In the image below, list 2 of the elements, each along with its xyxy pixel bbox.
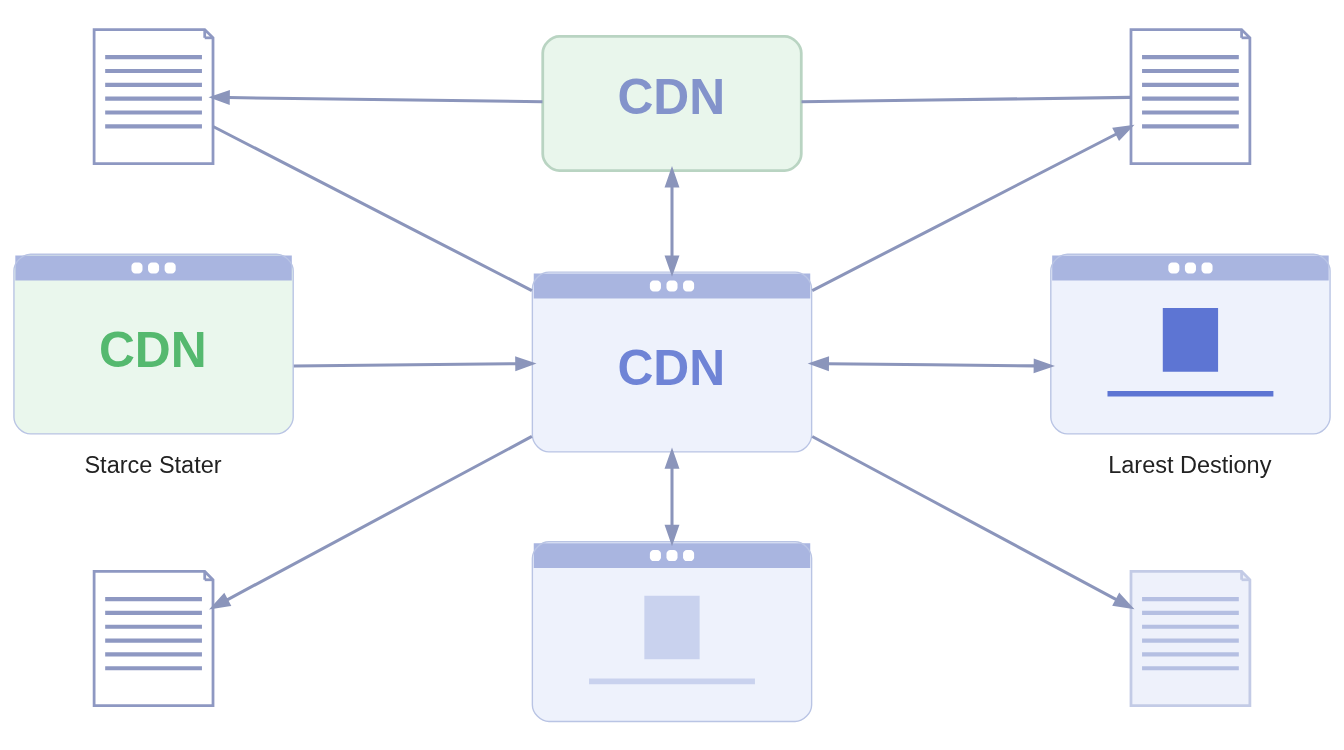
- node-label: Starce Stater: [84, 451, 222, 478]
- node-label: Larest Destiony: [1108, 451, 1272, 478]
